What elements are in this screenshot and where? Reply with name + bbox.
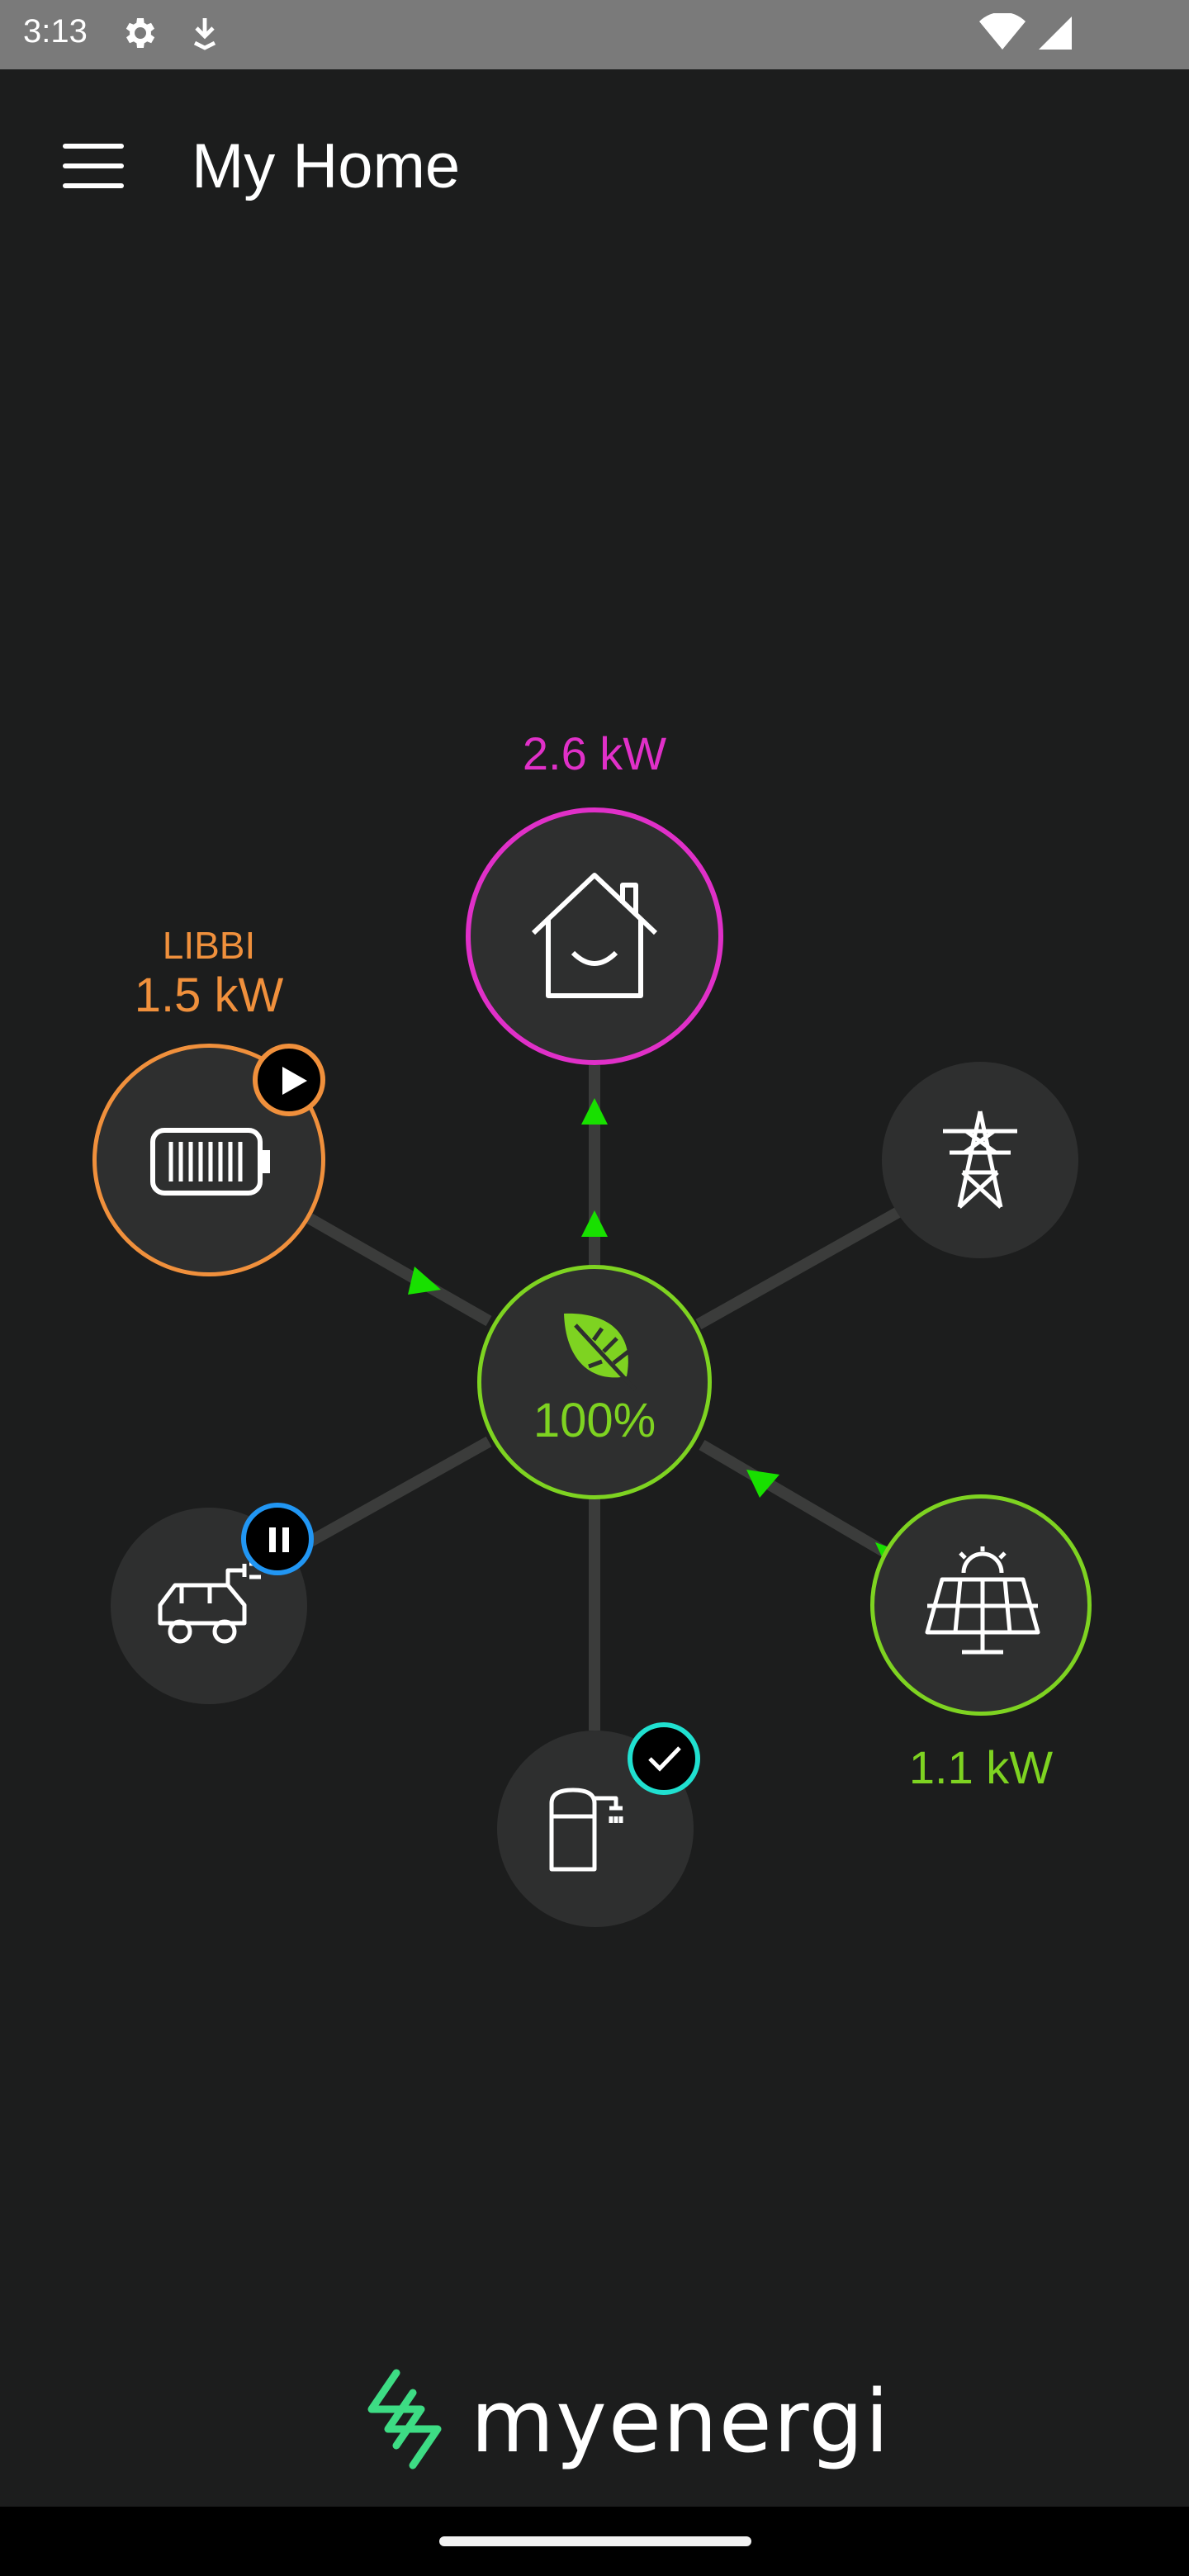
pylon-icon [935, 1108, 1026, 1215]
leaf-icon [559, 1309, 638, 1395]
battery-node[interactable] [92, 1044, 325, 1276]
line-solar [699, 1439, 888, 1558]
play-icon [281, 1065, 309, 1101]
car-charger-icon [152, 1557, 268, 1654]
flow-arrows [408, 1098, 898, 1560]
menu-button[interactable] [50, 124, 137, 211]
download-icon [187, 13, 223, 57]
app-bar: My Home [0, 69, 1189, 259]
wifi-icon [979, 12, 1026, 57]
water-heater-check-badge[interactable] [628, 1722, 700, 1795]
home-indicator[interactable] [439, 2536, 751, 2546]
solar-panel-icon [922, 1545, 1043, 1664]
page-title: My Home [192, 131, 461, 201]
house-smile-icon [525, 867, 664, 1010]
flow-arrow-house-2 [581, 1210, 608, 1237]
gear-icon [119, 13, 159, 57]
flow-lines [304, 1065, 902, 1731]
green-energy-center-node[interactable]: 100% [477, 1265, 712, 1499]
signal-icon [1037, 13, 1072, 57]
battery-play-badge[interactable] [253, 1044, 325, 1116]
grid-node[interactable] [882, 1062, 1078, 1258]
house-power-label: 2.6 kW [522, 727, 667, 779]
brand-logo: myenergi [363, 2366, 889, 2472]
myenergi-logo-icon [363, 2366, 446, 2476]
solar-node[interactable] [870, 1494, 1092, 1716]
hamburger-menu-icon [62, 141, 125, 195]
solar-power-label: 1.1 kW [908, 1741, 1054, 1793]
battery-name-label: LIBBI [162, 924, 256, 967]
water-tank-icon [543, 1783, 646, 1880]
line-ev [306, 1436, 492, 1548]
brand-name: myenergi [471, 2371, 891, 2472]
flow-arrow-solar-1 [746, 1470, 779, 1498]
battery-power-label: 1.5 kW [134, 968, 284, 1022]
status-bar: 3:13 [0, 0, 1189, 69]
flow-arrow-house-1 [581, 1098, 608, 1125]
pause-icon [268, 1526, 291, 1558]
line-grid [695, 1206, 902, 1330]
check-icon [647, 1745, 682, 1776]
flow-arrow-battery [408, 1267, 441, 1295]
battery-icon [149, 1127, 273, 1200]
ev-pause-badge[interactable] [241, 1503, 314, 1575]
line-battery [304, 1211, 492, 1327]
status-time: 3:13 [23, 13, 88, 50]
house-node[interactable] [466, 807, 723, 1065]
green-percent-label: 100% [533, 1394, 656, 1447]
